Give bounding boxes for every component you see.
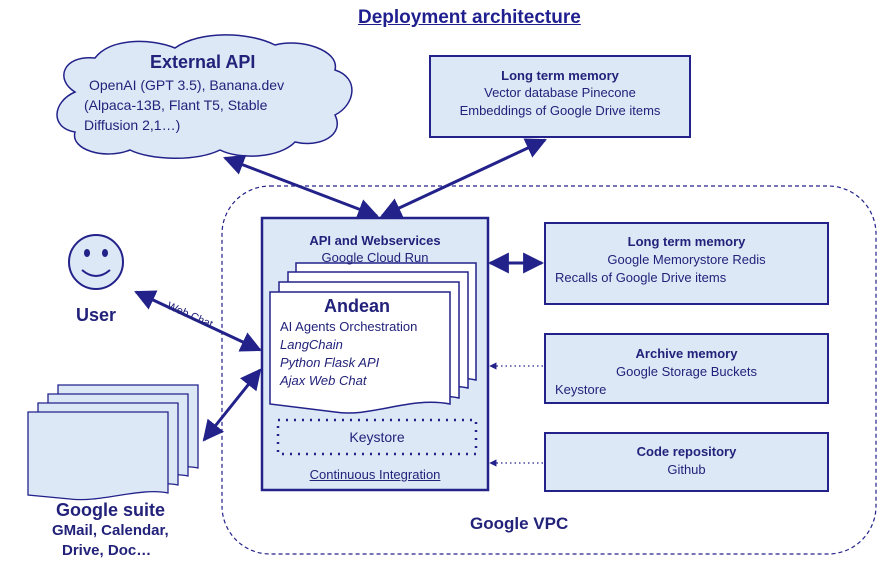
long-term-memory-right-title: Long term memory [627, 234, 746, 249]
code-repository-title: Code repository [636, 444, 737, 459]
archive-memory-line-2: Keystore [555, 382, 607, 397]
connector-api-to-external [223, 154, 379, 220]
andean-line-3: Python Flask API [280, 355, 380, 370]
continuous-integration-label: Continuous Integration [309, 467, 441, 482]
smiley-icon [68, 234, 124, 290]
andean-document-stack [269, 262, 477, 414]
long-term-memory-right-box [544, 222, 829, 305]
document-stack-icon [27, 384, 199, 501]
archive-memory-box [544, 333, 829, 404]
code-repository-line-1: Github [667, 462, 706, 477]
connector-api-to-longterm-top [380, 138, 547, 218]
andean-line-1: AI Agents Orchestration [280, 319, 418, 334]
long-term-memory-right-line-1: Google Memorystore Redis [607, 252, 766, 267]
andean-title: Andean [324, 296, 391, 316]
user-label: User [76, 305, 117, 325]
api-webservices-title: API and Webservices [309, 233, 441, 248]
long-term-memory-right-line-2: Recalls of Google Drive items [555, 270, 727, 285]
external-api-line-3: Diffusion 2,1…) [84, 117, 181, 133]
google-vpc-label: Google VPC [470, 514, 569, 533]
connector-user-to-api [134, 290, 262, 352]
external-api-line-2: (Alpaca-13B, Flant T5, Stable [84, 97, 268, 113]
google-suite-line-1: GMail, Calendar, [52, 522, 169, 539]
api-webservices-subtitle: Google Cloud Run [321, 250, 429, 265]
andean-line-2: LangChain [280, 337, 343, 352]
keystore-label: Keystore [349, 429, 405, 445]
google-suite-line-2: Drive, Doc… [62, 542, 152, 559]
external-api-cloud [56, 34, 353, 159]
external-api-line-1: OpenAI (GPT 3.5), Banana.dev [89, 77, 285, 93]
long-term-memory-top-line-1: Vector database Pinecone [484, 85, 636, 100]
external-api-title: External API [150, 52, 256, 72]
long-term-memory-top-line-2: Embeddings of Google Drive items [459, 103, 661, 118]
diagram-title: Deployment architecture [358, 7, 581, 28]
archive-memory-line-1: Google Storage Buckets [616, 364, 757, 379]
andean-line-4: Ajax Web Chat [280, 373, 367, 388]
connector-suite-to-api [202, 368, 262, 442]
long-term-memory-top-title: Long term memory [501, 68, 619, 83]
archive-memory-title: Archive memory [635, 346, 738, 361]
google-suite-title: Google suite [56, 500, 166, 520]
long-term-memory-top-box [429, 55, 691, 138]
code-repository-box [544, 432, 829, 492]
